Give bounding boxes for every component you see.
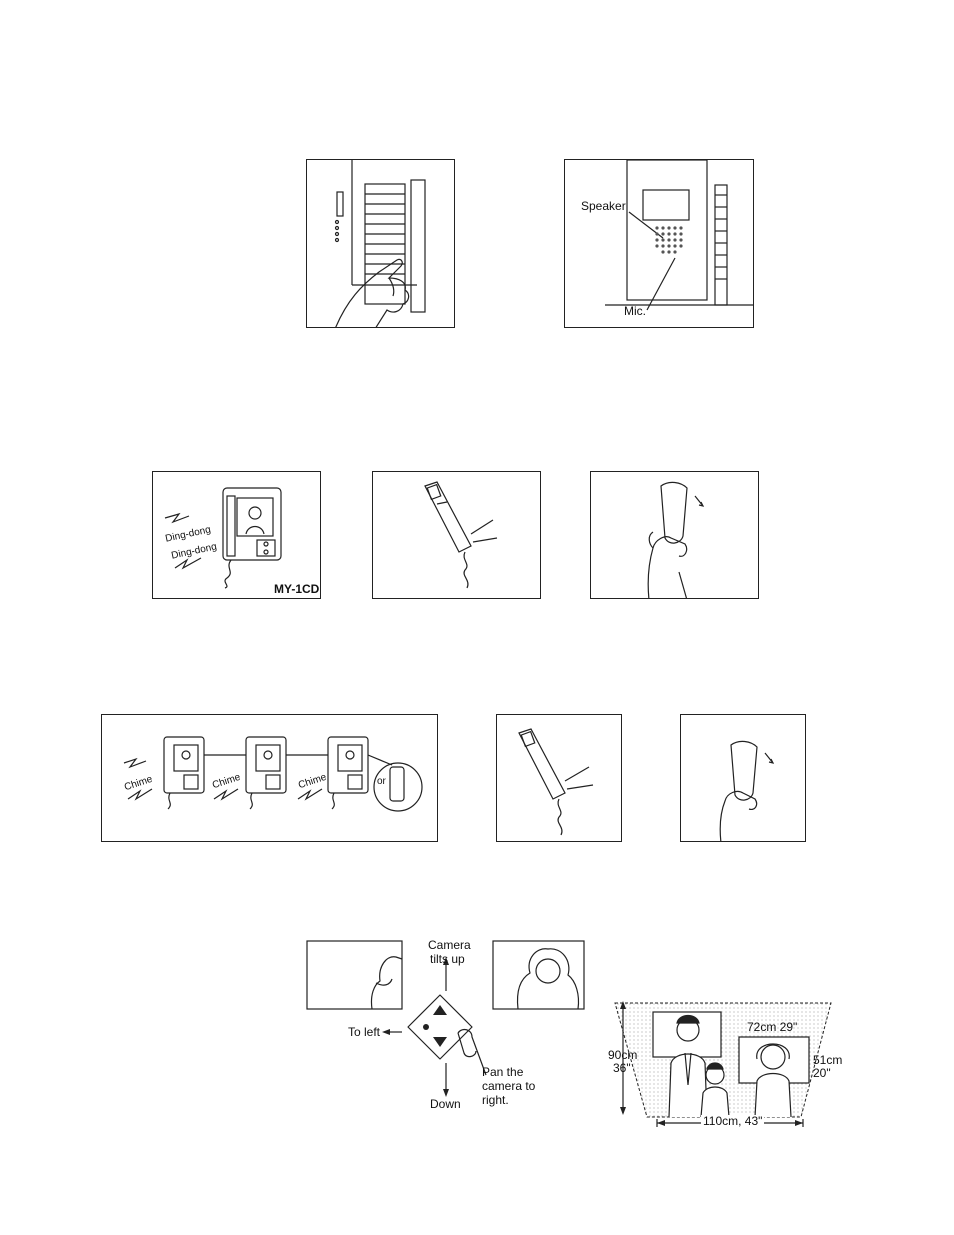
or-label: or: [377, 775, 386, 788]
pan-right-label-line3: right.: [482, 1094, 509, 1107]
pan-right-label-line2: camera to: [482, 1080, 535, 1093]
figure-handset-2: [496, 714, 622, 842]
tilt-up-label-line2: tilts up: [430, 953, 465, 966]
figure-lift-handset: [590, 471, 759, 599]
figure-press-call-button: [306, 159, 455, 328]
tilt-up-label-line1: Camera: [428, 939, 471, 952]
speaker-mic-illustration: [565, 160, 754, 328]
figure-speaker-mic: Speaker Mic.: [564, 159, 754, 328]
pan-right-label-line1: Pan the: [482, 1066, 523, 1079]
down-label: Down: [430, 1098, 461, 1111]
figure-multiple-monitors-chime: Chime Chime Chime or: [101, 714, 438, 842]
model-label: MY-1CD: [274, 583, 319, 596]
width-bottom-label: 110cm, 43": [701, 1115, 764, 1128]
handset-illustration-2: [497, 715, 622, 842]
handset-illustration: [373, 472, 541, 599]
lift-handset-illustration: [591, 472, 759, 599]
height-in-label: 36": [613, 1062, 631, 1075]
figure-handset: [372, 471, 541, 599]
lift-handset-illustration-2: [681, 715, 806, 842]
inner-in-label: 20": [813, 1067, 831, 1080]
figure-monitor-ringing: Ding-dong Ding-dong MY-1CD: [152, 471, 321, 599]
speaker-label: Speaker: [581, 200, 626, 213]
camera-control-figure: Camera tilts up To left Down Pan the cam…: [300, 935, 590, 1115]
width-top-label: 72cm 29": [747, 1021, 797, 1034]
mic-label: Mic.: [624, 305, 646, 318]
coverage-illustration: [605, 995, 845, 1130]
camera-coverage-figure: 90cm 36" 72cm 29" 51cm 20" 110cm, 43": [605, 995, 845, 1130]
to-left-label: To left: [348, 1026, 380, 1039]
press-button-illustration: [307, 160, 455, 328]
figure-lift-handset-2: [680, 714, 806, 842]
